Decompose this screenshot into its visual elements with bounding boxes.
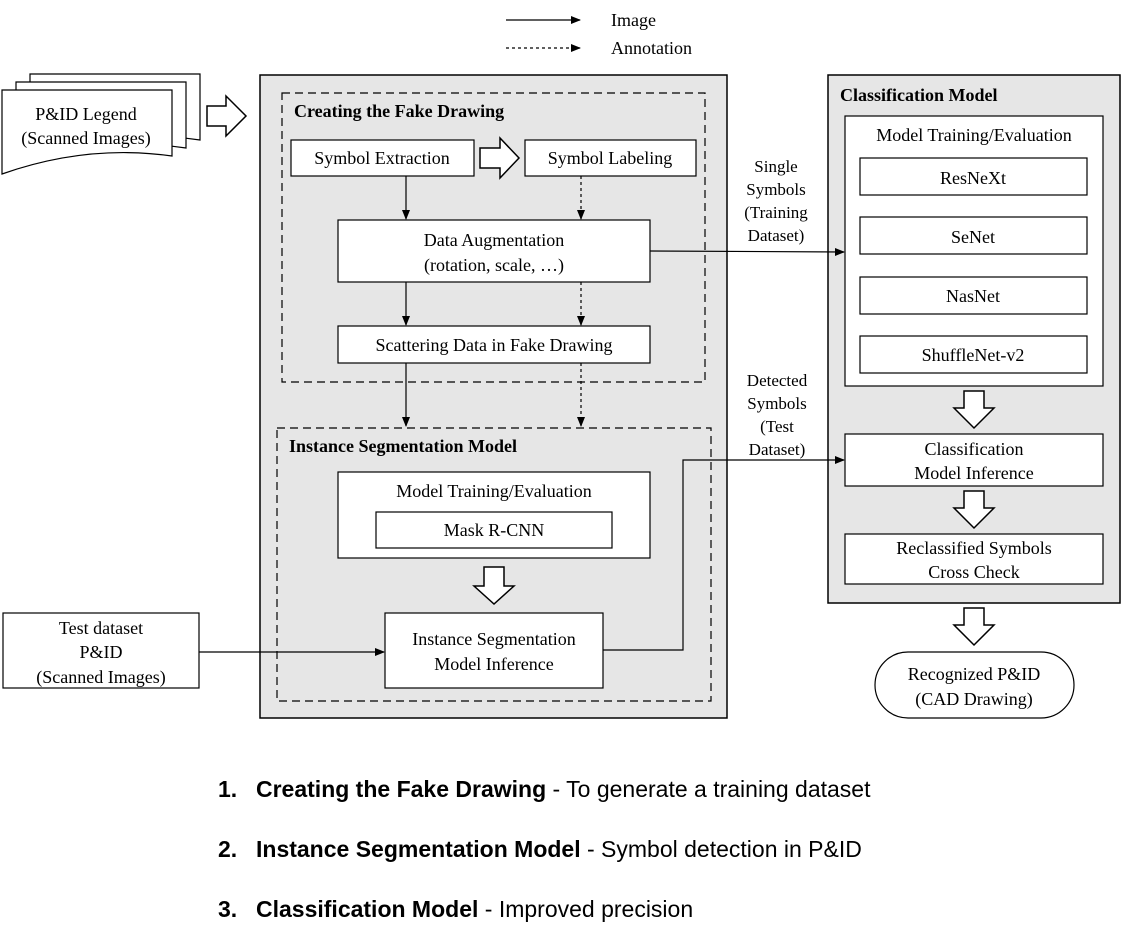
classification-inference-box — [844, 433, 1104, 487]
block-arrow-down-icon — [952, 390, 996, 430]
symbol-extraction-box — [290, 139, 475, 177]
pid-legend-document: P&ID Legend (Scanned Images) — [1, 73, 201, 175]
classification-inference-line1: Classification — [925, 439, 1024, 459]
step-description: - Improved precision — [478, 896, 694, 922]
step-number: 3. — [218, 896, 238, 922]
block-arrow-right-icon — [206, 94, 248, 138]
scattering-label: Scattering Data in Fake Drawing — [376, 335, 613, 355]
data-augmentation-line1: Data Augmentation — [424, 230, 564, 250]
instance-inference-box — [384, 612, 604, 689]
instance-training-label: Model Training/Evaluation — [396, 481, 592, 501]
instance-seg-title: Instance Segmentation Model — [289, 436, 517, 456]
reclassified-line2: Cross Check — [928, 562, 1020, 582]
block-arrow-right-icon — [479, 136, 521, 180]
legend-image-label: Image — [611, 10, 656, 30]
detected-symbols-line4: Dataset) — [749, 440, 806, 459]
pid-legend-line2: (Scanned Images) — [21, 128, 150, 149]
detected-symbols-line3: (Test — [760, 417, 794, 436]
detected-symbols-label: Detected Symbols (Test Dataset) — [747, 371, 808, 459]
instance-seg-group — [276, 427, 712, 702]
block-arrow-down-icon — [472, 566, 516, 606]
model-box-nasnet — [859, 276, 1088, 315]
model-label-resnext: ResNeXt — [940, 168, 1006, 188]
output-line1: Recognized P&ID — [908, 664, 1040, 684]
symbol-extraction-label: Symbol Extraction — [314, 148, 449, 168]
legend-annotation-label: Annotation — [611, 38, 692, 58]
step-item-1: 1. Creating the Fake Drawing - To generat… — [218, 776, 870, 803]
legend: Image Annotation — [506, 10, 692, 58]
doc-sheet-front — [1, 89, 173, 175]
pipeline-diagram: Image Annotation P&ID Legend (Scanned Im… — [1, 10, 1121, 719]
step-name: Instance Segmentation Model — [256, 836, 581, 862]
model-label-nasnet: NasNet — [946, 286, 1000, 306]
data-augmentation-line2: (rotation, scale, …) — [424, 255, 564, 276]
reclassified-box — [844, 533, 1104, 585]
recognized-pid-output — [874, 651, 1075, 719]
model-label-senet: SeNet — [951, 227, 995, 247]
scattering-box — [337, 325, 651, 364]
instance-inference-line2: Model Inference — [434, 654, 553, 674]
data-augmentation-box — [337, 219, 651, 283]
step-number: 2. — [218, 836, 238, 862]
test-dataset-line1: Test dataset — [59, 618, 143, 638]
single-symbols-line1: Single — [754, 157, 797, 176]
single-symbols-label: Single Symbols (Training Dataset) — [744, 157, 808, 245]
step-item-3: 3. Classification Model - Improved precis… — [218, 896, 693, 923]
symbol-labeling-label: Symbol Labeling — [548, 148, 673, 168]
step-number: 1. — [218, 776, 238, 802]
mask-rcnn-box — [375, 511, 613, 549]
step-item-2: 2. Instance Segmentation Model - Symbol d… — [218, 836, 862, 863]
test-dataset-line2: P&ID — [79, 642, 122, 662]
instance-inference-line1: Instance Segmentation — [412, 629, 575, 649]
model-label-shufflenet: ShuffleNet-v2 — [922, 345, 1025, 365]
step-description: - To generate a training dataset — [546, 776, 871, 802]
output-line2: (CAD Drawing) — [915, 689, 1032, 710]
pid-legend-line1: P&ID Legend — [35, 104, 136, 124]
detected-symbols-line2: Symbols — [747, 394, 807, 413]
mask-rcnn-label: Mask R-CNN — [444, 520, 545, 540]
step-name: Creating the Fake Drawing — [256, 776, 547, 802]
reclassified-line1: Reclassified Symbols — [896, 538, 1052, 558]
block-arrow-down-icon — [952, 490, 996, 530]
single-symbols-line2: Symbols — [746, 180, 806, 199]
block-arrow-down-icon — [952, 607, 996, 647]
model-box-resnext — [859, 157, 1088, 196]
step-description: - Symbol detection in P&ID — [580, 836, 862, 862]
model-box-senet — [859, 216, 1088, 255]
detected-symbols-line1: Detected — [747, 371, 808, 390]
test-dataset-box — [2, 612, 200, 689]
single-symbols-line3: (Training — [744, 203, 808, 222]
step-name: Classification Model — [256, 896, 479, 922]
test-dataset-line3: (Scanned Images) — [36, 667, 165, 688]
main-panel — [259, 74, 728, 719]
fake-drawing-title: Creating the Fake Drawing — [294, 101, 504, 121]
single-symbols-line4: Dataset) — [748, 226, 805, 245]
classification-inference-line2: Model Inference — [914, 463, 1033, 483]
test-dataset-detected-arrow — [603, 456, 845, 651]
training-dataset-arrow — [649, 247, 845, 256]
model-box-shufflenet — [859, 335, 1088, 374]
symbol-labeling-box — [524, 139, 697, 177]
fake-drawing-group — [281, 92, 706, 383]
classification-title: Classification Model — [840, 85, 998, 105]
classification-training-label: Model Training/Evaluation — [876, 125, 1072, 145]
